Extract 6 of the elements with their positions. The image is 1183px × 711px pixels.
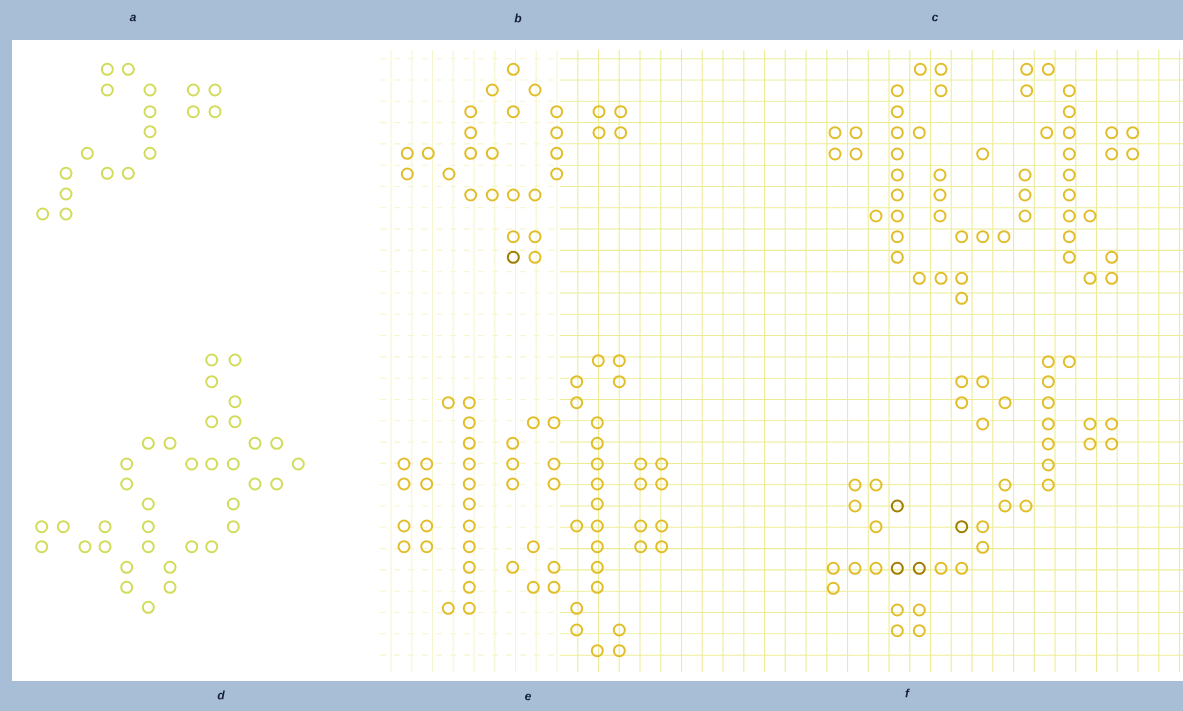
panel-letter: a bbox=[129, 14, 136, 22]
panel-letter: d bbox=[217, 690, 225, 700]
panel-letter: b bbox=[514, 13, 522, 23]
panel-letter: f bbox=[905, 688, 910, 698]
panel-letter: c bbox=[932, 14, 939, 22]
panel-letter: e bbox=[525, 693, 531, 701]
